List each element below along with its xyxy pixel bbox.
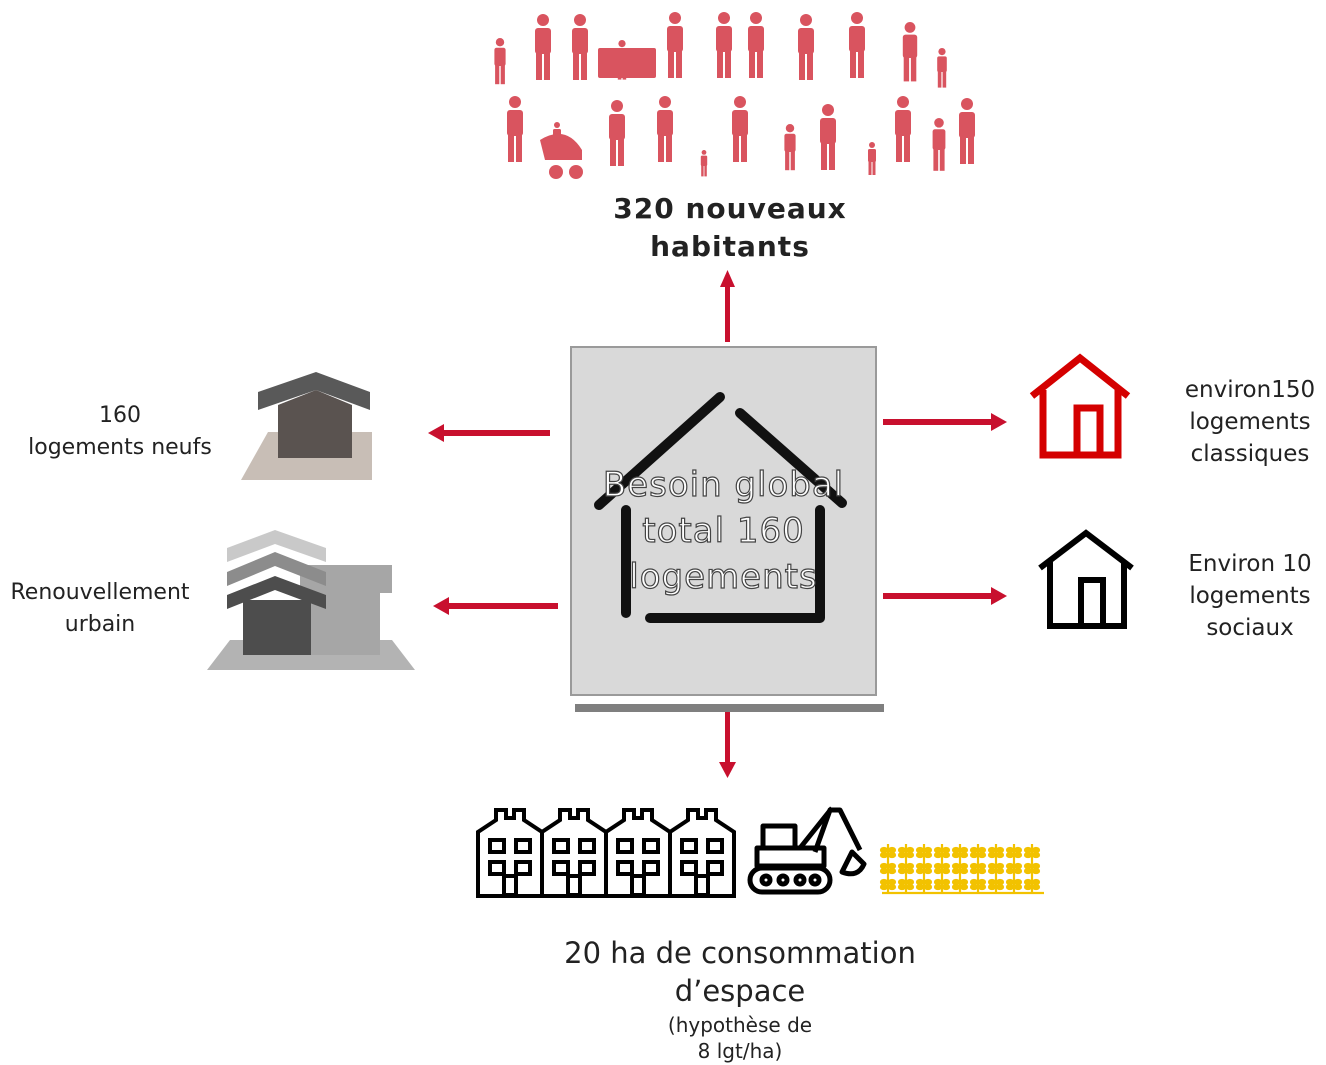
wheat-stalk	[951, 844, 969, 860]
person-figure-4	[617, 40, 627, 80]
wheat-stalk	[969, 860, 987, 876]
wheat-stalk	[987, 844, 1005, 860]
person-figure-6	[716, 12, 732, 78]
arrow-left-bottom-head	[433, 597, 449, 615]
person-figure-3	[572, 14, 588, 80]
new-inhabitants-line1: 320 nouveaux	[613, 192, 847, 225]
arrow-right-bottom-head	[991, 587, 1007, 605]
wheat-stalk	[987, 860, 1005, 876]
arrow-left-top	[440, 430, 550, 436]
person-figure-8	[798, 14, 814, 80]
wheat-stalk	[915, 860, 933, 876]
wheat-stalk	[933, 844, 951, 860]
person-figure-5	[667, 12, 683, 78]
person-figure-10	[902, 22, 918, 82]
stroller-wheel-left	[549, 165, 563, 179]
arrow-up	[725, 285, 730, 342]
stroller-body	[540, 133, 582, 160]
wheat-stalk	[933, 860, 951, 876]
global-need-box-shadow	[575, 704, 884, 712]
person-figure-14	[609, 100, 625, 166]
arrow-down	[725, 706, 730, 764]
social-housing-line2: logements	[1189, 583, 1311, 609]
new-inhabitants-label: 320 nouveaux habitants	[560, 190, 900, 266]
wheat-stalk	[1005, 844, 1023, 860]
wheat-stalk	[915, 844, 933, 860]
person-figure-9	[849, 12, 865, 78]
new-housing-count: 160	[99, 403, 141, 428]
wheat-stalk	[933, 876, 951, 892]
person-figure-23	[959, 98, 975, 164]
land-consumption-line1: 20 ha de consommation	[564, 936, 916, 970]
arrow-right-top	[883, 419, 993, 425]
person-figure-22	[932, 118, 946, 171]
person-figure-17	[732, 96, 748, 162]
arrow-right-top-head	[991, 413, 1007, 431]
global-need-line2: total 160	[642, 510, 805, 551]
person-figure-12	[507, 96, 523, 162]
land-consumption-note1: (hypothèse de	[667, 1013, 813, 1037]
wheat-stalk	[915, 876, 933, 892]
wheat-stalk	[969, 876, 987, 892]
social-housing-line3: sociaux	[1206, 615, 1294, 641]
classic-housing-line1: environ150	[1184, 377, 1316, 403]
classic-housing-line3: classiques	[1190, 441, 1310, 467]
wheat-stalk	[1005, 860, 1023, 876]
urban-renewal-line1: Renouvellement	[10, 580, 190, 605]
person-figure-2	[535, 14, 551, 80]
wheat-stalk	[897, 844, 915, 860]
new-housing-text: logements neufs	[28, 435, 212, 460]
wheat-stalk	[951, 860, 969, 876]
person-figure-19	[820, 104, 836, 170]
land-consumption-note: (hypothèse de 8 lgt/ha)	[600, 1012, 880, 1064]
person-figure-20	[868, 142, 876, 175]
wheat-stalk	[879, 844, 897, 860]
wheat-stalk	[1005, 876, 1023, 892]
social-housing-line1: Environ 10	[1188, 551, 1312, 577]
townhouse-3	[604, 808, 672, 897]
stroller-wheel-right	[569, 165, 583, 179]
person-figure-21	[895, 96, 911, 162]
classic-housing-line2: logements	[1189, 409, 1311, 435]
wheat-stalk	[1023, 876, 1041, 892]
arrow-left-bottom	[445, 603, 558, 609]
arrow-up-head	[720, 270, 735, 287]
wheat-stalk	[1023, 844, 1041, 860]
person-figure-11	[937, 48, 947, 88]
wheat-stalk	[969, 844, 987, 860]
person-figure-18	[784, 124, 796, 171]
person-figure-1	[494, 38, 506, 85]
global-need-line3: logements	[629, 556, 818, 597]
person-figure-15	[657, 96, 673, 162]
land-consumption-note2: 8 lgt/ha)	[697, 1039, 783, 1063]
global-need-text: Besoin global total 160 logements	[570, 462, 877, 600]
arrow-down-head	[719, 762, 736, 778]
person-figure-16	[700, 150, 708, 177]
land-consumption-label: 20 ha de consommation d’espace	[530, 934, 950, 1010]
wheat-stalk	[897, 860, 915, 876]
social-housing-label: Environ 10 logements sociaux	[1170, 548, 1326, 644]
global-need-line1: Besoin global	[602, 464, 845, 505]
townhouse-2	[540, 808, 608, 897]
wheat-stalk	[897, 876, 915, 892]
wheat-stalk	[879, 860, 897, 876]
classic-housing-label: environ150 logements classiques	[1170, 374, 1326, 470]
wheat-stalk	[951, 876, 969, 892]
townhouse-4	[668, 808, 736, 897]
land-consumption-line2: d’espace	[674, 974, 806, 1008]
arrow-right-bottom	[883, 593, 993, 599]
crib-shape	[598, 48, 656, 78]
wheat-stalk	[1023, 860, 1041, 876]
urban-renewal-line2: urbain	[64, 612, 136, 637]
new-housing-label: 160 logements neufs	[20, 400, 220, 464]
arrow-left-top-head	[428, 424, 444, 442]
urban-renewal-label: Renouvellement urbain	[0, 577, 200, 641]
wheat-stalk	[987, 876, 1005, 892]
wheat-stalk	[879, 876, 897, 892]
new-inhabitants-line2: habitants	[650, 230, 810, 263]
person-figure-7	[748, 12, 764, 78]
townhouse-1	[476, 808, 544, 897]
person-figure-13	[553, 122, 561, 155]
